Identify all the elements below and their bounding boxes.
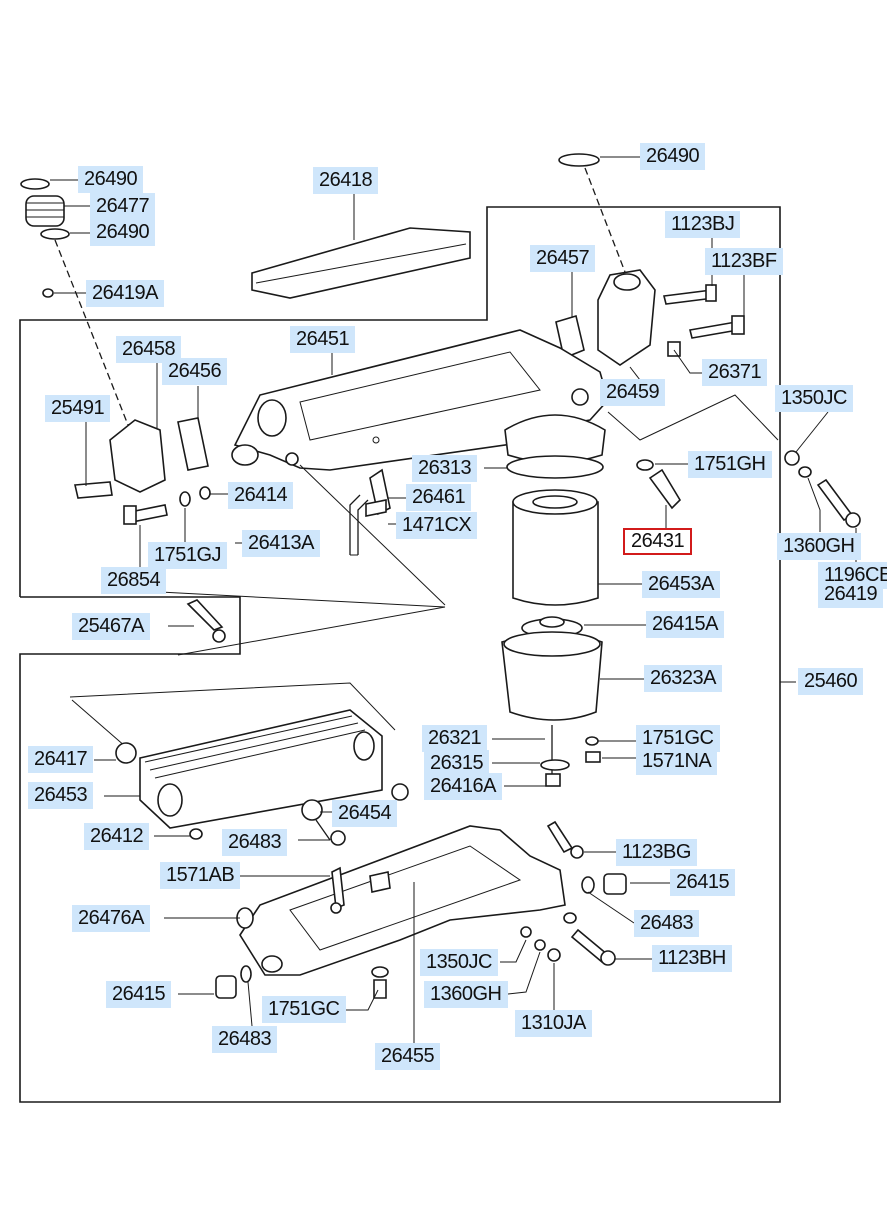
filter-stack [501,414,606,787]
part-label-26419A[interactable]: 26419A [86,280,164,307]
part-label-26453[interactable]: 26453 [28,782,94,809]
part-label-26371[interactable]: 26371 [702,359,768,386]
part-label-26483-a[interactable]: 26483 [222,829,288,856]
part-label-26453A[interactable]: 26453A [642,571,720,598]
part-label-26455[interactable]: 26455 [375,1043,441,1070]
fitting-26459 [555,153,745,366]
part-label-26477[interactable]: 26477 [90,193,156,220]
bolt-1123BG [546,820,574,854]
part-label-1751GC-bottom[interactable]: 1751GC [262,996,346,1023]
part-label-26458[interactable]: 26458 [116,336,182,363]
part-label-26415-a[interactable]: 26415 [670,869,736,896]
part-label-26490-a[interactable]: 26490 [78,166,144,193]
part-label-26416A[interactable]: 26416A [424,773,502,800]
part-label-26431-selected[interactable]: 26431 [623,528,693,555]
left-parts [74,417,226,643]
part-label-26483-b[interactable]: 26483 [634,910,700,937]
gasket-26456 [177,417,209,471]
filter-26453A [512,501,599,606]
part-label-26454[interactable]: 26454 [332,800,398,827]
part-label-1123BH[interactable]: 1123BH [652,945,732,972]
bracket-25491 [74,481,113,499]
part-label-1123BJ[interactable]: 1123BJ [665,211,741,238]
gasket-26313 [506,455,604,479]
cooler-26453 [69,682,409,840]
washer-1751GJ [179,491,191,507]
part-label-1360GH-top[interactable]: 1360GH [777,533,861,560]
part-label-25460[interactable]: 25460 [798,668,864,695]
sensor-26431 [648,468,682,510]
o-ring-26490-right [558,153,600,167]
part-label-1571AB[interactable]: 1571AB [160,862,241,889]
part-label-26413A[interactable]: 26413A [242,530,320,557]
part-label-1123BF[interactable]: 1123BF [705,248,783,275]
gasket-26457 [555,314,585,360]
elbow-26458 [109,419,166,493]
o-ring-26490-lower [40,228,70,240]
part-label-26313[interactable]: 26313 [412,455,478,482]
part-label-25467A[interactable]: 25467A [72,613,150,640]
fitting-1471CX [365,499,387,517]
plug-26454 [301,799,323,821]
part-label-26321[interactable]: 26321 [422,725,488,752]
sensor-and-bolts [607,394,861,528]
nut-26416A [545,773,561,787]
washer-1350JC [784,450,800,466]
part-label-26490-b[interactable]: 26490 [90,219,156,246]
leader-lines [50,156,857,1043]
o-ring-26412 [189,828,203,840]
part-label-26451[interactable]: 26451 [290,326,356,353]
part-label-1751GJ[interactable]: 1751GJ [148,542,228,569]
part-label-26415A[interactable]: 26415A [646,611,724,638]
bolt-25467A [186,599,224,631]
part-label-1571NA[interactable]: 1571NA [636,748,718,775]
part-label-1310JA[interactable]: 1310JA [515,1010,592,1037]
bellows-26477 [25,195,65,227]
part-label-26459[interactable]: 26459 [600,379,666,406]
part-label-26490-c[interactable]: 26490 [640,143,706,170]
washer-1360GH [798,466,812,478]
part-label-1751GC-right[interactable]: 1751GC [636,725,720,752]
part-label-26456[interactable]: 26456 [162,358,228,385]
part-label-26483-c[interactable]: 26483 [212,1026,278,1053]
o-ring-26490-top [20,178,50,190]
part-label-26418[interactable]: 26418 [313,167,379,194]
bolt-1123BF [689,321,739,339]
part-label-26417[interactable]: 26417 [28,746,94,773]
bolt-1196CE [816,478,854,522]
washer-1751GH [636,459,654,471]
part-label-26415-b[interactable]: 26415 [106,981,172,1008]
part-label-25491[interactable]: 25491 [45,395,111,422]
o-ring-26414 [199,486,211,500]
part-label-26476A[interactable]: 26476A [72,905,150,932]
part-label-1751GH[interactable]: 1751GH [688,451,772,478]
part-label-1471CX[interactable]: 1471CX [396,512,478,539]
part-label-26457[interactable]: 26457 [530,245,596,272]
diagram-frames [19,206,781,1103]
plug-26415-left [215,975,237,999]
o-ring-26419A [42,288,54,298]
bracket-26371 [667,341,681,357]
part-label-26419[interactable]: 26419 [818,581,884,608]
pipe-26413A [299,464,446,606]
part-label-1123BG[interactable]: 1123BG [616,839,697,866]
part-label-1350JC-bottom[interactable]: 1350JC [420,949,498,976]
housing-26476A [215,799,627,999]
part-label-26854[interactable]: 26854 [101,567,167,594]
part-label-26412[interactable]: 26412 [84,823,150,850]
part-label-1360GH-bottom[interactable]: 1360GH [424,981,508,1008]
plug-26417 [115,742,137,764]
part-label-1350JC-top[interactable]: 1350JC [775,385,853,412]
plug-26415-right [603,873,627,895]
top-left-parts [20,178,131,431]
part-label-26323A[interactable]: 26323A [644,665,722,692]
part-label-26414[interactable]: 26414 [228,482,294,509]
part-label-26461[interactable]: 26461 [406,484,472,511]
part-label-26315[interactable]: 26315 [424,750,490,777]
washer-26315 [540,759,570,771]
